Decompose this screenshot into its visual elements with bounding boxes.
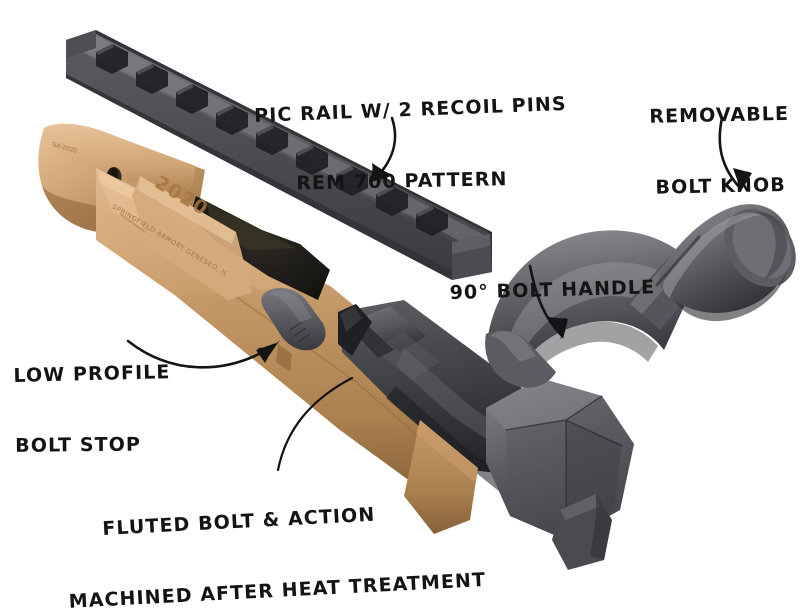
arrow-pic-rail xyxy=(370,116,397,185)
callout-bolt-knob-line1: REMOVABLE xyxy=(649,102,790,128)
callout-fluted-line2: MACHINED AFTER HEAT TREATMENT xyxy=(68,568,487,611)
callout-fluted-line1: FLUTED BOLT & ACTION xyxy=(101,503,376,540)
callout-bolt-stop-line2: BOLT STOP xyxy=(15,433,142,457)
leader-fluted-bolt xyxy=(276,376,354,472)
bolt-knob xyxy=(628,204,796,330)
ejection-port xyxy=(190,196,330,300)
callout-pic-rail: PIC RAIL W/ 2 RECOIL PINS REM 700 PATTER… xyxy=(252,46,568,247)
callout-bolt-handle-line1: 90° BOLT HANDLE xyxy=(449,275,656,304)
callout-bolt-stop-line1: LOW PROFILE xyxy=(13,360,171,387)
bolt-handle xyxy=(485,230,700,388)
callout-fluted-bolt-action: FLUTED BOLT & ACTION MACHINED AFTER HEAT… xyxy=(62,455,487,611)
callout-bolt-knob-line2: BOLT KNOB xyxy=(655,173,787,199)
bolt-shroud xyxy=(486,378,634,570)
callout-bolt-handle: 90° BOLT HANDLE xyxy=(448,228,657,352)
receiver-tang xyxy=(404,420,478,534)
bolt-stop-lever xyxy=(261,287,326,372)
callout-arrows xyxy=(126,116,752,472)
callout-pic-rail-line1: PIC RAIL W/ 2 RECOIL PINS xyxy=(253,92,568,127)
callout-removable-bolt-knob: REMOVABLE BOLT KNOB xyxy=(638,55,800,248)
picatinny-rail xyxy=(66,30,492,280)
callout-pic-rail-line2: REM 700 PATTERN xyxy=(296,167,508,195)
arrow-bolt-handle xyxy=(528,264,568,340)
arrow-bolt-knob xyxy=(718,116,752,192)
arrow-bolt-stop xyxy=(126,339,280,369)
